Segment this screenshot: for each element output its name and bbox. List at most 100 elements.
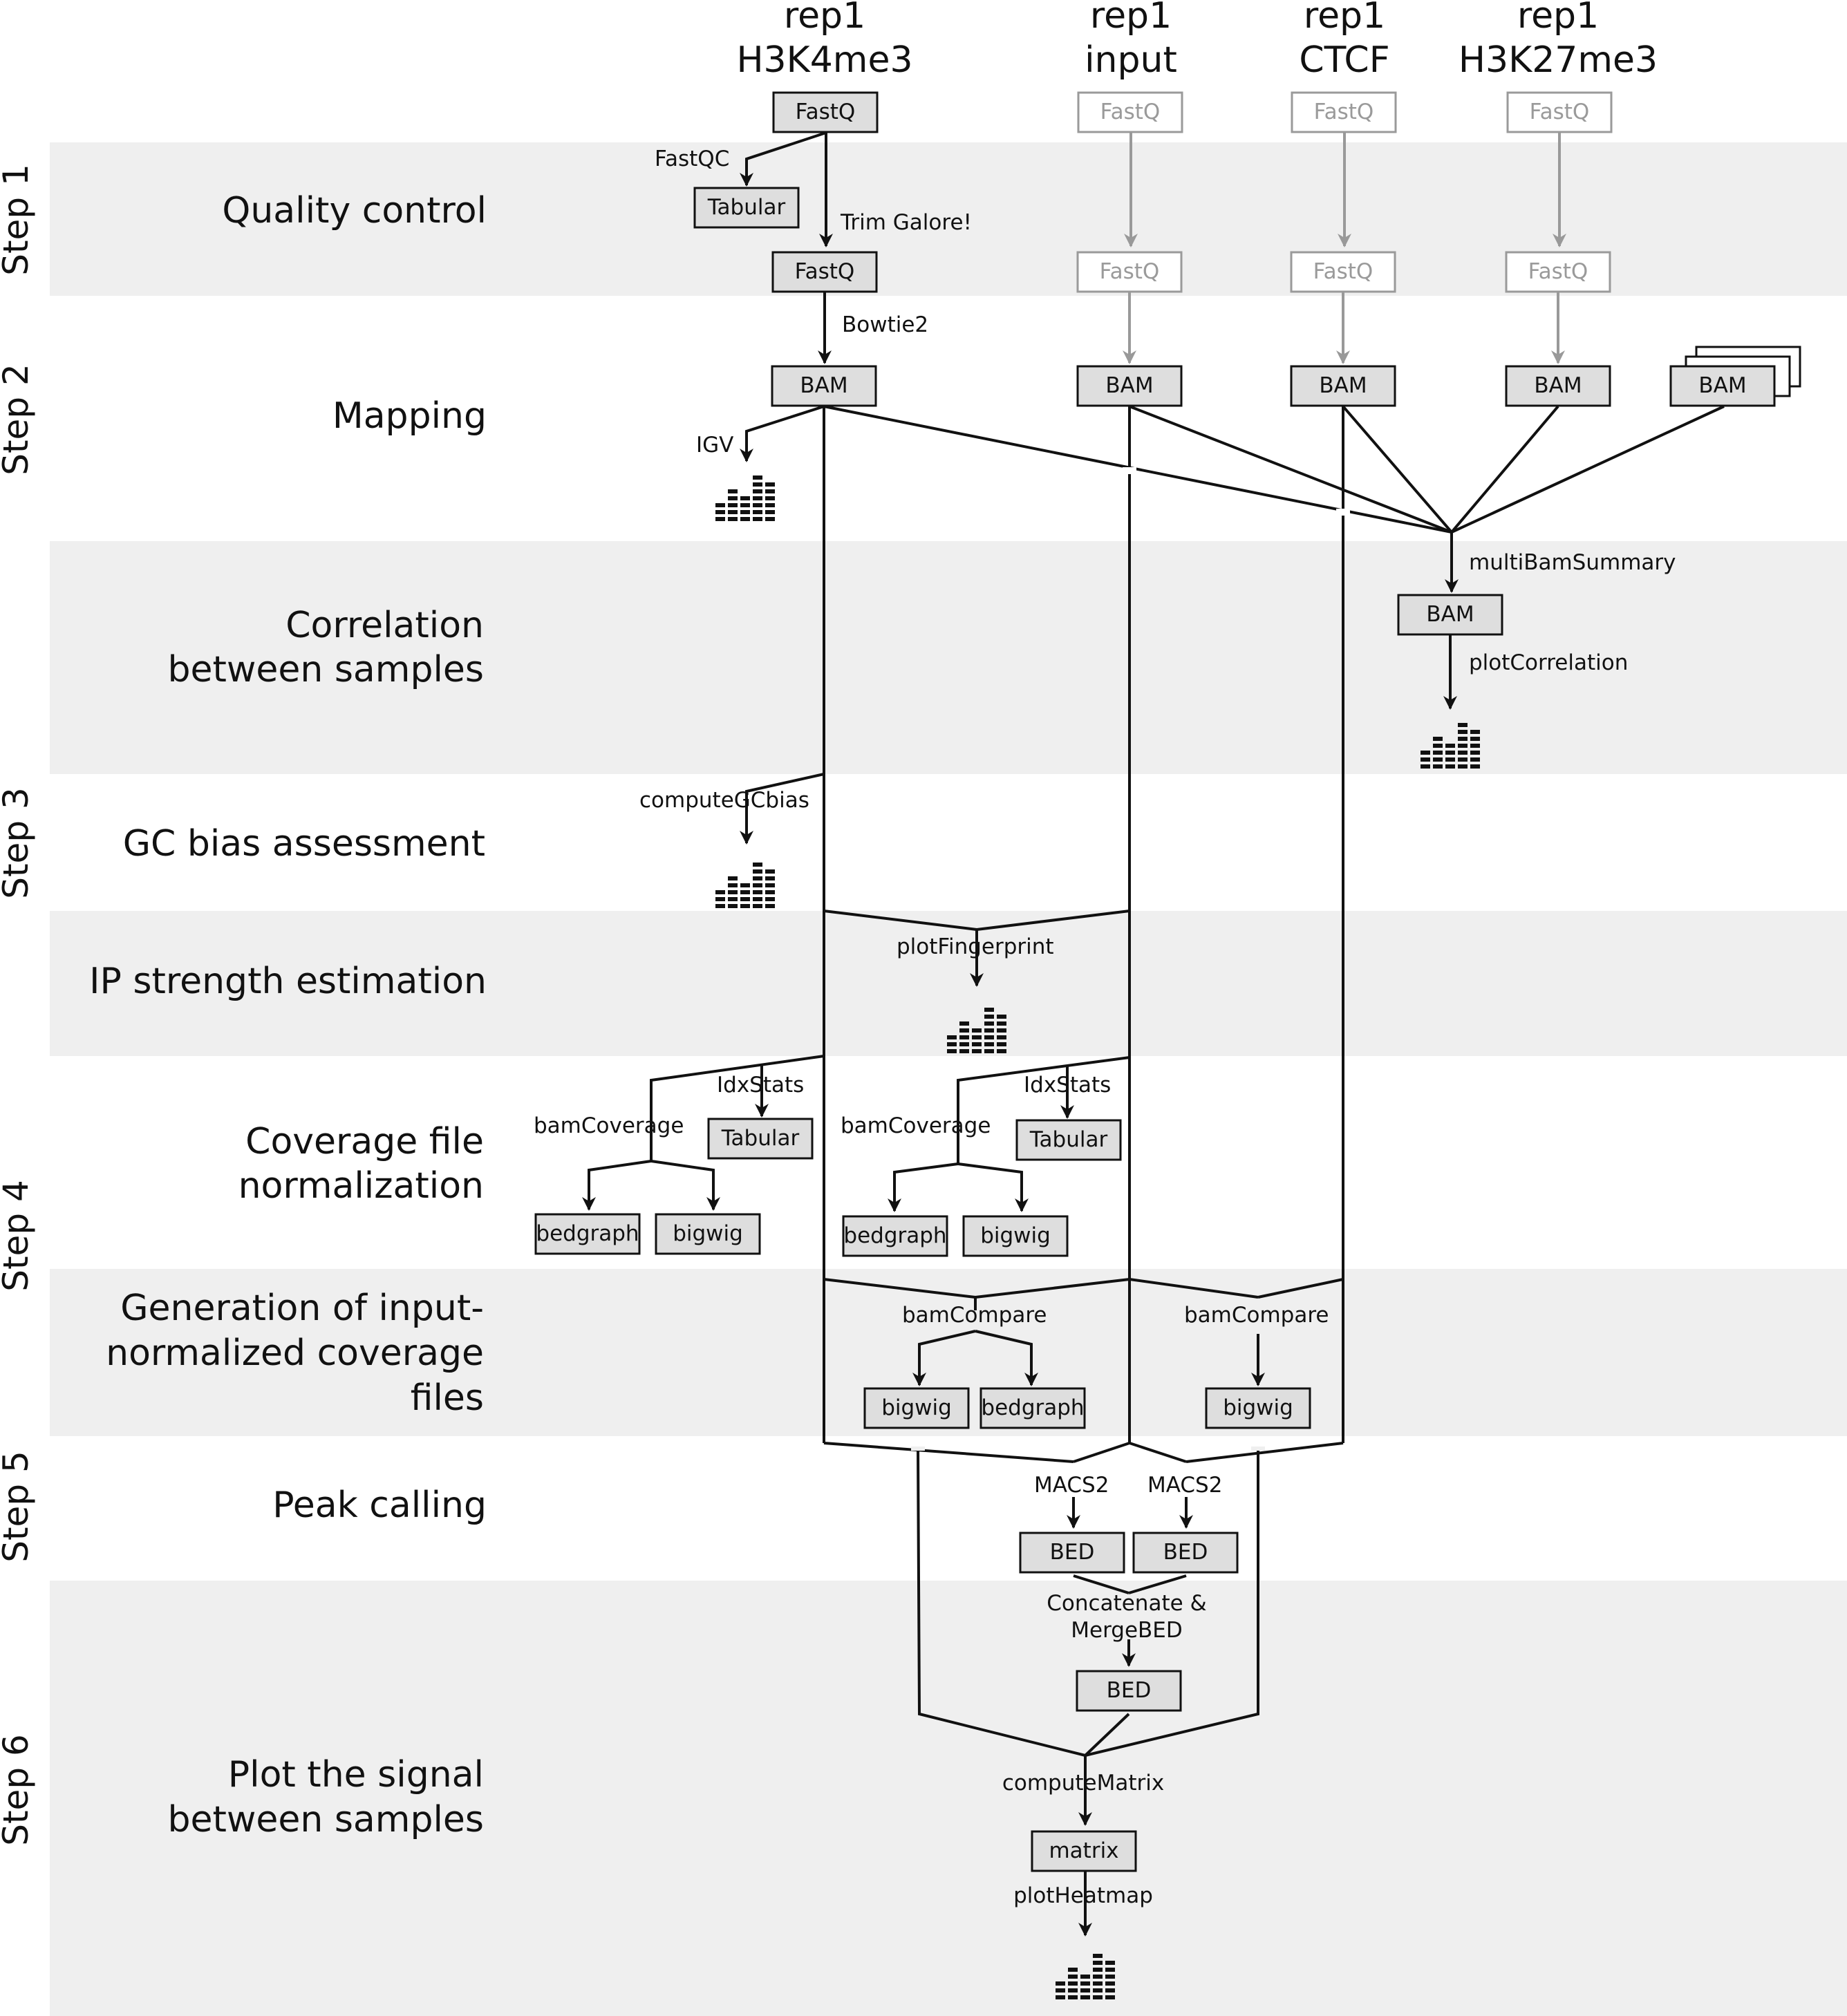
tool-mergebed: MergeBED (1071, 1618, 1183, 1643)
column-header-ctcf-line1: rep1 (1304, 0, 1385, 37)
band-ip-strength (50, 911, 1847, 1056)
column-header-h3k27me3-line1: rep1 (1517, 0, 1599, 37)
bedgraph-bamcompare-1[interactable]: bedgraph (979, 1387, 1086, 1429)
svg-text:bigwig: bigwig (980, 1223, 1051, 1248)
edge-bamcompare2-b (1257, 1278, 1344, 1299)
edge-mbs-a (823, 405, 1452, 534)
svg-text:BAM: BAM (1698, 373, 1746, 398)
edge-macs2-1a (823, 1442, 1074, 1463)
edge-cm-bigwig2 (1085, 1449, 1259, 1757)
svg-text:BAM: BAM (1426, 602, 1474, 627)
row-label-quality-control: Quality control (222, 190, 487, 232)
svg-text:FastQ: FastQ (1314, 100, 1374, 124)
edge-coverage2-split-r (957, 1162, 1029, 1212)
svg-text:FastQ: FastQ (1528, 259, 1588, 284)
bar-chart-icon-correlation (1421, 723, 1480, 769)
bar-chart-icon-igv (715, 475, 775, 521)
step-label-2: Step 2 (0, 364, 36, 475)
bam-input[interactable]: BAM (1076, 365, 1183, 407)
row-label-mapping: Mapping (332, 395, 487, 437)
step-labels: Step 1 Step 2 Step 3 Step 4 Step 5 Step … (0, 164, 36, 1846)
bedgraph-coverage-1[interactable]: bedgraph (534, 1213, 641, 1255)
bedgraph-coverage-2[interactable]: bedgraph (842, 1215, 948, 1257)
tool-concatenate: Concatenate & (1047, 1591, 1206, 1616)
crossing-gaps (911, 467, 1350, 1451)
tool-idxstats-2: IdxStats (1024, 1073, 1111, 1098)
tool-bamcoverage-1: bamCoverage (534, 1113, 684, 1138)
step-label-4: Step 4 (0, 1180, 36, 1292)
svg-text:bigwig: bigwig (881, 1395, 952, 1420)
fastq-trimmed-input[interactable]: FastQ (1076, 251, 1183, 293)
bed-merged[interactable]: BED (1076, 1670, 1182, 1712)
tool-plotcorrelation: plotCorrelation (1469, 650, 1628, 675)
bam-h3k27me3[interactable]: BAM (1505, 365, 1611, 407)
column-header-h3k4me3-line1: rep1 (784, 0, 865, 37)
edge-bamcompare1-a (823, 1278, 976, 1299)
svg-text:BED: BED (1163, 1540, 1208, 1565)
bar-chart-icon-gc-bias (715, 863, 775, 908)
band-correlation (50, 541, 1847, 774)
row-label-inputnorm-2: normalized coverage (106, 1332, 484, 1374)
edge-macs2-2a (1129, 1442, 1187, 1463)
step-label-6: Step 6 (0, 1734, 36, 1846)
bigwig-bamcompare-1[interactable]: bigwig (863, 1387, 970, 1429)
edge-fingerprint-a (823, 910, 977, 931)
edge-bamcompare1-b (975, 1278, 1130, 1299)
tool-fastqc: FastQC (655, 147, 729, 171)
fastq-h3k4me3[interactable]: FastQ (772, 91, 879, 133)
bigwig-bamcompare-2[interactable]: bigwig (1205, 1387, 1311, 1429)
bar-chart-icon-heatmap (1056, 1954, 1115, 1999)
svg-text:BAM: BAM (1319, 373, 1367, 398)
tool-bamcompare-1: bamCompare (902, 1303, 1047, 1328)
fastq-trimmed-h3k27me3[interactable]: FastQ (1505, 251, 1611, 293)
edge-coverage2-in (957, 1056, 1130, 1164)
edge-mbs-d (1450, 405, 1559, 534)
bam-h3k4me3[interactable]: BAM (771, 365, 877, 407)
row-label-inputnorm-1: Generation of input- (120, 1288, 484, 1329)
edge-concat-a (1073, 1574, 1129, 1594)
tabular-fastqc[interactable]: Tabular (693, 187, 800, 229)
edge-bamcompare2-a (1129, 1278, 1259, 1299)
svg-text:FastQ: FastQ (796, 100, 856, 124)
edge-bamcompare1-split-l (912, 1330, 976, 1386)
svg-text:bedgraph: bedgraph (536, 1221, 639, 1246)
fastq-trimmed-ctcf[interactable]: FastQ (1290, 251, 1396, 293)
fastq-input[interactable]: FastQ (1077, 91, 1183, 133)
bed-macs2-1[interactable]: BED (1019, 1532, 1125, 1574)
svg-text:bedgraph: bedgraph (843, 1223, 946, 1248)
svg-text:Tabular: Tabular (721, 1126, 800, 1151)
column-header-input-line2: input (1085, 39, 1177, 81)
bam-stack[interactable]: BAM (1669, 365, 1776, 407)
bam-summary[interactable]: BAM (1397, 594, 1503, 636)
fastq-ctcf[interactable]: FastQ (1291, 91, 1397, 133)
tool-idxstats-1: IdxStats (717, 1073, 804, 1098)
bam-ctcf[interactable]: BAM (1290, 365, 1396, 407)
bigwig-coverage-2[interactable]: bigwig (962, 1215, 1069, 1257)
step-label-3: Step 3 (0, 787, 36, 899)
fastq-trimmed-h3k4me3[interactable]: FastQ (771, 251, 878, 293)
tool-trim-galore: Trim Galore! (840, 210, 972, 235)
tool-plotfingerprint: plotFingerprint (897, 934, 1054, 959)
bigwig-coverage-1[interactable]: bigwig (655, 1213, 761, 1255)
row-label-coverage-1: Coverage file (245, 1121, 484, 1162)
tabular-idxstats-2[interactable]: Tabular (1015, 1119, 1122, 1161)
svg-text:BED: BED (1107, 1678, 1152, 1703)
fastq-h3k27me3[interactable]: FastQ (1506, 91, 1613, 133)
tabular-idxstats-1[interactable]: Tabular (707, 1118, 814, 1160)
column-header-ctcf-line2: CTCF (1299, 39, 1389, 81)
edge-coverage1-split-r (650, 1160, 720, 1211)
edge-bamcompare1-split-r (975, 1330, 1038, 1386)
svg-text:FastQ: FastQ (795, 259, 855, 284)
tool-bowtie2: Bowtie2 (842, 312, 928, 337)
svg-text:FastQ: FastQ (1100, 259, 1160, 284)
row-label-ip-strength: IP strength estimation (89, 961, 487, 1002)
svg-text:matrix: matrix (1049, 1838, 1118, 1863)
bed-macs2-2[interactable]: BED (1132, 1532, 1239, 1574)
step-label-1: Step 1 (0, 164, 36, 276)
row-label-coverage-2: normalization (238, 1165, 484, 1207)
matrix-node[interactable]: matrix (1031, 1830, 1137, 1872)
row-label-plot-2: between samples (167, 1799, 484, 1840)
edge-fastqc (740, 131, 827, 187)
edge-igv (740, 405, 825, 462)
